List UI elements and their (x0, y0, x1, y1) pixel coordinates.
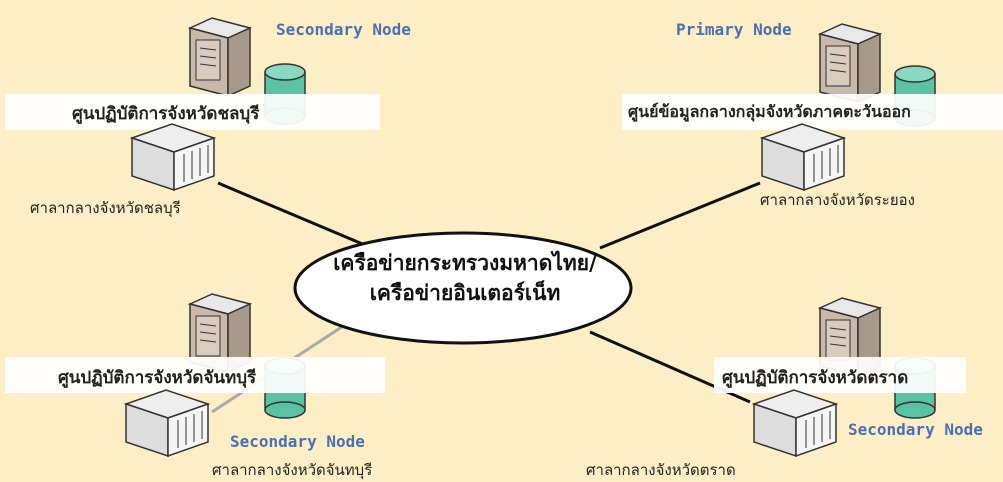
government-building-icon (759, 123, 847, 192)
node-role-label: Secondary Node (230, 432, 365, 451)
government-building-icon (129, 123, 217, 192)
server-tower-icon (187, 17, 253, 96)
link-top-right (599, 181, 761, 250)
network-label: เครือข่ายกระทรวงมหาดไทย/ เครือข่ายอินเตอ… (300, 248, 630, 308)
government-building-icon (751, 389, 839, 458)
node-title-band (714, 357, 966, 393)
node-role-label: Primary Node (676, 20, 792, 39)
server-tower-icon (187, 293, 253, 372)
node-title-band (5, 357, 385, 393)
node-title: ศูนย์ข้อมูลกลางกลุ่มจังหวัดภาคตะวันออก (628, 102, 911, 121)
node-role-label: Secondary Node (848, 420, 983, 439)
node-caption: ศาลากลางจังหวัดตราด (586, 461, 736, 479)
node-title-band (5, 94, 380, 130)
node-caption: ศาลากลางจังหวัดชลบุรี (30, 199, 181, 217)
node-caption: ศาลากลางจังหวัดระยอง (760, 191, 915, 209)
network-label-line1: เครือข่ายกระทรวงมหาดไทย/ (333, 251, 597, 275)
network-label-line2: เครือข่ายอินเตอร์เน็ท (369, 281, 561, 305)
government-building-icon (123, 389, 211, 458)
link-top-left (217, 181, 373, 250)
node-role-label: Secondary Node (276, 20, 411, 39)
node-title: ศูนปฏิบัติการจังหวัดชลบุรี (72, 104, 260, 124)
node-title: ศูนปฏิบัติการจังหวัดจันทบุรี (58, 368, 257, 388)
network-cloud (293, 231, 633, 345)
node-caption: ศาลากลางจังหวัดจันทบุรี (212, 461, 373, 479)
node-title-band (622, 94, 1003, 130)
node-title: ศูนปฏิบัติการจังหวัดตราด (722, 368, 909, 388)
server-tower-icon (817, 23, 883, 102)
